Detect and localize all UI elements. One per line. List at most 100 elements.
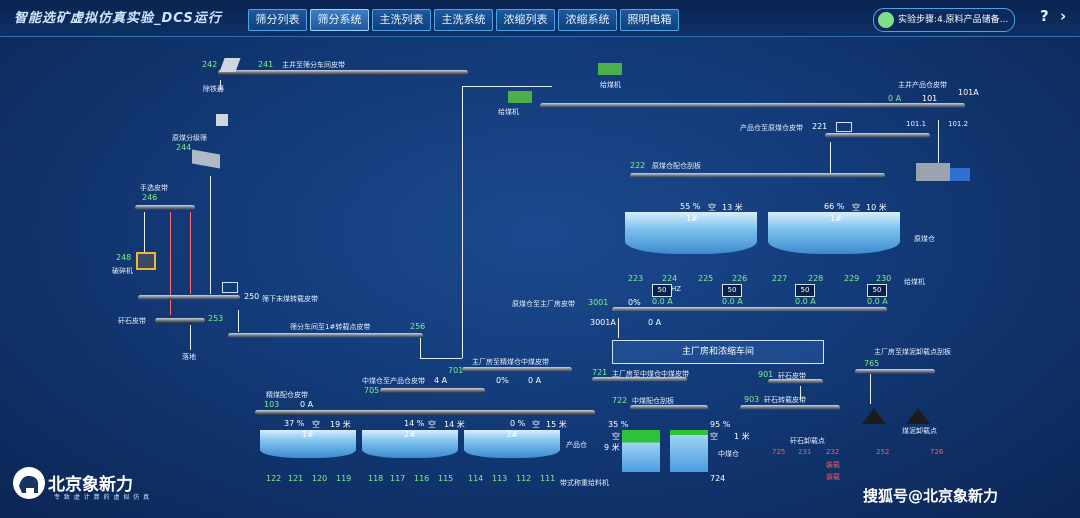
- label-228: 228: [808, 274, 824, 283]
- belt-701[interactable]: [462, 367, 572, 372]
- label-114: 114: [468, 474, 484, 483]
- tab-screen-list[interactable]: 筛分列表: [248, 9, 307, 31]
- tab-screen-system[interactable]: 筛分系统: [310, 9, 369, 31]
- feeder-icon-1[interactable]: [598, 63, 622, 75]
- line-feed-bottom: [420, 358, 462, 359]
- middling-bin-2[interactable]: [670, 430, 708, 472]
- step-icon: [878, 12, 894, 28]
- label-113: 113: [492, 474, 508, 483]
- label-121: 121: [288, 474, 304, 483]
- label-118: 118: [368, 474, 384, 483]
- belt-705[interactable]: [380, 388, 485, 393]
- label-slime-point: 煤泥卸载点: [902, 427, 937, 435]
- label-raw-to-main: 原煤仓至主厂房皮带: [512, 300, 575, 308]
- belt-765[interactable]: [855, 369, 935, 374]
- label-feeder3: 给煤机: [904, 278, 925, 286]
- tab-main-wash-list[interactable]: 主洗列表: [372, 9, 431, 31]
- middling-bin-1[interactable]: [622, 430, 660, 472]
- label-gangue-load: 矸石转载皮带: [764, 396, 806, 404]
- label-t3: 3#: [506, 430, 518, 439]
- label-a1: 0.0 A: [652, 297, 673, 306]
- label-103: 103: [264, 400, 280, 409]
- label-122: 122: [266, 474, 282, 483]
- label-117: 117: [390, 474, 406, 483]
- label-crusher: 破碎机: [112, 267, 133, 275]
- label-m13: 13 米: [722, 203, 743, 212]
- label-load1: 装载: [826, 461, 840, 469]
- crusher-248[interactable]: [136, 252, 156, 270]
- tab-lighting-box[interactable]: 照明电箱: [620, 9, 679, 31]
- main-room[interactable]: 主厂房和浓缩车间: [612, 340, 824, 364]
- line-246: [144, 212, 145, 252]
- label-bin-dist-belt: 原煤仓配仓刮板: [652, 162, 701, 170]
- tab-main-wash-system[interactable]: 主洗系统: [434, 9, 493, 31]
- label-t2: 2#: [404, 430, 416, 439]
- product-tank-1[interactable]: [260, 430, 356, 458]
- label-v0a2: 0 A: [648, 318, 662, 327]
- label-v4a: 4 A: [434, 376, 448, 385]
- red-line-2: [190, 212, 191, 294]
- label-721: 721: [592, 368, 608, 377]
- gauge-230[interactable]: 50: [867, 284, 887, 297]
- label-iron-remover: 除铁器: [203, 85, 224, 93]
- line-250: [238, 310, 239, 332]
- tab-thicken-system[interactable]: 浓缩系统: [558, 9, 617, 31]
- label-raw-bin: 原煤仓: [914, 235, 935, 243]
- label-222: 222: [630, 161, 646, 170]
- product-tank-2[interactable]: [362, 430, 458, 458]
- belt-241[interactable]: [218, 70, 468, 75]
- label-119: 119: [336, 474, 352, 483]
- label-701: 701: [448, 366, 464, 375]
- belt-222[interactable]: [630, 173, 885, 178]
- help-button[interactable]: ?: [1040, 7, 1049, 25]
- sensor-250: [222, 282, 238, 293]
- gauge-224[interactable]: 50: [652, 284, 672, 297]
- label-241: 241: [258, 60, 274, 69]
- label-p55: 55 %: [680, 202, 701, 211]
- belt-246[interactable]: [135, 205, 195, 210]
- line-244: [210, 176, 211, 294]
- belt-253[interactable]: [155, 318, 205, 323]
- label-empty6: 空: [612, 432, 620, 441]
- label-m15: 15 米: [546, 420, 567, 429]
- gauge-226[interactable]: 50: [722, 284, 742, 297]
- label-901: 901: [758, 370, 774, 379]
- raw-coal-tank-2[interactable]: [768, 212, 900, 254]
- belt-3001[interactable]: [612, 307, 887, 312]
- label-feeder2: 给煤机: [498, 108, 519, 116]
- product-tank-3[interactable]: [464, 430, 560, 458]
- top-bar: 智能选矿虚拟仿真实验_DCS运行 筛分列表 筛分系统 主洗列表 主洗系统 浓缩列…: [0, 0, 1080, 37]
- label-111: 111: [540, 474, 556, 483]
- label-a3: 0.0 A: [795, 297, 816, 306]
- belt-103[interactable]: [255, 410, 595, 415]
- label-v0a4: 0 A: [300, 400, 314, 409]
- belt-221[interactable]: [825, 133, 930, 138]
- iron-remover-icon[interactable]: [216, 114, 228, 126]
- belt-901[interactable]: [768, 379, 823, 384]
- label-227: 227: [772, 274, 788, 283]
- label-101-2: 101.2: [948, 120, 969, 128]
- feeder-icon-2[interactable]: [508, 91, 532, 103]
- belt-721[interactable]: [592, 377, 687, 382]
- label-belt256: 筛分车间至1#转载点皮带: [290, 323, 371, 331]
- belt-250[interactable]: [138, 295, 240, 300]
- label-244: 244: [176, 143, 192, 152]
- next-button[interactable]: ›: [1060, 7, 1067, 25]
- raw-sieve-244[interactable]: [192, 149, 220, 169]
- truck-icon[interactable]: [916, 163, 970, 185]
- line-901: [800, 386, 801, 400]
- gauge-228[interactable]: 50: [795, 284, 815, 297]
- belt-722[interactable]: [630, 405, 708, 410]
- label-256: 256: [410, 322, 426, 331]
- label-250: 250: [244, 292, 260, 301]
- line-feed: [462, 86, 463, 358]
- watermark: 搜狐号@北京象新力: [863, 487, 999, 505]
- tab-thicken-list[interactable]: 浓缩列表: [496, 9, 555, 31]
- experiment-step[interactable]: 实验步骤:4.原料产品储备...: [873, 8, 1015, 32]
- belt-903[interactable]: [740, 405, 840, 410]
- label-t1: 1#: [302, 430, 314, 439]
- belt-101[interactable]: [540, 103, 965, 108]
- belt-256[interactable]: [228, 333, 423, 338]
- label-load2: 装载: [826, 473, 840, 481]
- raw-coal-tank-1[interactable]: [625, 212, 757, 254]
